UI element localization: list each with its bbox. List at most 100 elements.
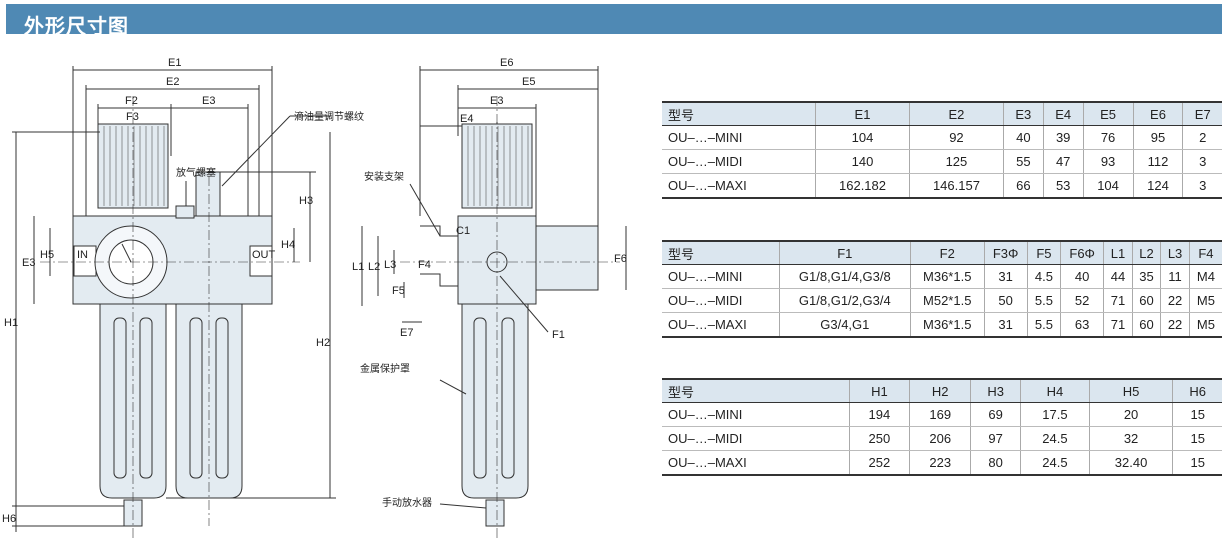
column-header: F3Φ — [983, 240, 1028, 265]
table-cell: M5 — [1188, 312, 1222, 338]
callout-metal-guard: 金属保护罩 — [360, 362, 410, 375]
dim-label-e1: E1 — [168, 57, 181, 69]
dim-label-e5: E5 — [522, 76, 535, 88]
table-cell: 32 — [1088, 426, 1173, 451]
column-header: 型号 — [662, 378, 849, 403]
column-header: 型号 — [662, 240, 780, 265]
table-cell: M4 — [1188, 264, 1222, 289]
column-header: H6 — [1172, 378, 1222, 403]
dim-label-l2: L2 — [368, 261, 380, 273]
column-header: H5 — [1088, 378, 1173, 403]
table-cell: 162.182 — [815, 173, 910, 199]
table-cell: 140 — [815, 149, 910, 174]
table-cell: 53 — [1042, 173, 1084, 199]
table-cell: 35 — [1131, 264, 1161, 289]
table-cell: M52*1.5 — [909, 288, 985, 313]
column-header: E6 — [1132, 101, 1183, 126]
dim-label-h3: H3 — [299, 195, 313, 207]
table-cell: 15 — [1172, 402, 1222, 427]
table-header-row: 型号 E1 E2 E3 E4 E5 E6 E7 — [662, 101, 1222, 126]
dim-label-h6: H6 — [2, 513, 16, 525]
dim-label-e6: E6 — [500, 57, 513, 69]
table-cell: OU–…–MINI — [662, 402, 849, 427]
column-header: F6Φ — [1060, 240, 1104, 265]
table-cell: 50 — [983, 288, 1028, 313]
dimension-drawing: E1 E2 F2 F3 E3 H1 H2 H3 H4 H5 E3 H6 IN O… — [2, 57, 627, 541]
table-cell: OU–…–MINI — [662, 125, 816, 150]
table-cell: 63 — [1060, 312, 1104, 338]
table-cell: 40 — [1060, 264, 1104, 289]
table-cell: 40 — [1002, 125, 1044, 150]
table-cell: 15 — [1172, 450, 1222, 476]
table-cell: 60 — [1131, 312, 1161, 338]
column-header: H3 — [970, 378, 1021, 403]
dim-label-c1: C1 — [456, 225, 470, 237]
table-cell: 206 — [909, 426, 971, 451]
table-cell: 71 — [1103, 288, 1133, 313]
column-header: F2 — [909, 240, 985, 265]
column-header: E7 — [1182, 101, 1222, 126]
table-cell: G1/8,G1/4,G3/8 — [778, 264, 911, 289]
column-header: E3 — [1002, 101, 1044, 126]
table-cell: M36*1.5 — [909, 264, 985, 289]
table-row: OU–…–MINI G1/8,G1/4,G3/8 M36*1.5 31 4.5 … — [662, 264, 1222, 289]
dim-label-f3: F3 — [126, 111, 139, 123]
dim-label-f2: F2 — [125, 95, 138, 107]
table-cell: OU–…–MAXI — [662, 173, 816, 199]
table-row: OU–…–MINI 194 169 69 17.5 20 15 — [662, 402, 1222, 427]
table-cell: OU–…–MIDI — [662, 288, 780, 313]
dim-label-f5: F5 — [392, 285, 405, 297]
table-cell: 93 — [1082, 149, 1134, 174]
table-cell: 2 — [1182, 125, 1222, 150]
column-header: L2 — [1131, 240, 1161, 265]
table-cell: 60 — [1131, 288, 1161, 313]
dim-label-h5: H5 — [40, 249, 54, 261]
table-cell: M5 — [1188, 288, 1222, 313]
table-cell: 252 — [848, 450, 910, 476]
column-header: E4 — [1042, 101, 1084, 126]
table-cell: 31 — [983, 312, 1028, 338]
dim-label-f4: F4 — [418, 259, 431, 271]
table-header-row: 型号 F1 F2 F3Φ F5 F6Φ L1 L2 L3 F4 — [662, 240, 1222, 265]
table-cell: 44 — [1103, 264, 1133, 289]
column-header: F4 — [1188, 240, 1222, 265]
table-cell: G3/4,G1 — [778, 312, 911, 338]
table-header-row: 型号 H1 H2 H3 H4 H5 H6 — [662, 378, 1222, 403]
table-cell: 97 — [970, 426, 1021, 451]
dim-label-e7: E7 — [400, 327, 413, 339]
column-header: E1 — [815, 101, 910, 126]
dim-label-l1: L1 — [352, 261, 364, 273]
table-cell: 169 — [909, 402, 971, 427]
table-cell: 4.5 — [1026, 264, 1061, 289]
table-cell: 112 — [1132, 149, 1183, 174]
column-header: H1 — [848, 378, 910, 403]
dim-label-h2: H2 — [316, 337, 330, 349]
column-header: H4 — [1020, 378, 1090, 403]
dim-label-l3: L3 — [384, 259, 396, 271]
table-cell: OU–…–MIDI — [662, 149, 816, 174]
dim-label-h1: H1 — [4, 317, 18, 329]
dim-label-f1: F1 — [552, 329, 565, 341]
table-cell: 24.5 — [1020, 450, 1090, 476]
table-cell: 125 — [908, 149, 1004, 174]
table-cell: 223 — [909, 450, 971, 476]
table-row: OU–…–MAXI G3/4,G1 M36*1.5 31 5.5 63 71 6… — [662, 312, 1222, 338]
table-cell: 76 — [1082, 125, 1134, 150]
table-cell: 17.5 — [1020, 402, 1090, 427]
column-header: L3 — [1160, 240, 1190, 265]
dimension-table-f: 型号 F1 F2 F3Φ F5 F6Φ L1 L2 L3 F4 OU–…–MIN… — [662, 240, 1222, 338]
column-header: 型号 — [662, 101, 816, 126]
table-cell: 5.5 — [1026, 288, 1061, 313]
table-cell: 250 — [848, 426, 910, 451]
port-out-label: OUT — [252, 249, 276, 261]
table-cell: 124 — [1132, 173, 1183, 199]
section-title: 外形尺寸图 — [24, 14, 129, 38]
column-header: F5 — [1026, 240, 1061, 265]
table-cell: M36*1.5 — [909, 312, 985, 338]
table-cell: OU–…–MINI — [662, 264, 780, 289]
table-cell: 24.5 — [1020, 426, 1090, 451]
table-cell: 3 — [1182, 173, 1222, 199]
table-cell: 55 — [1002, 149, 1044, 174]
table-row: OU–…–MIDI 250 206 97 24.5 32 15 — [662, 426, 1222, 451]
table-cell: 194 — [848, 402, 910, 427]
